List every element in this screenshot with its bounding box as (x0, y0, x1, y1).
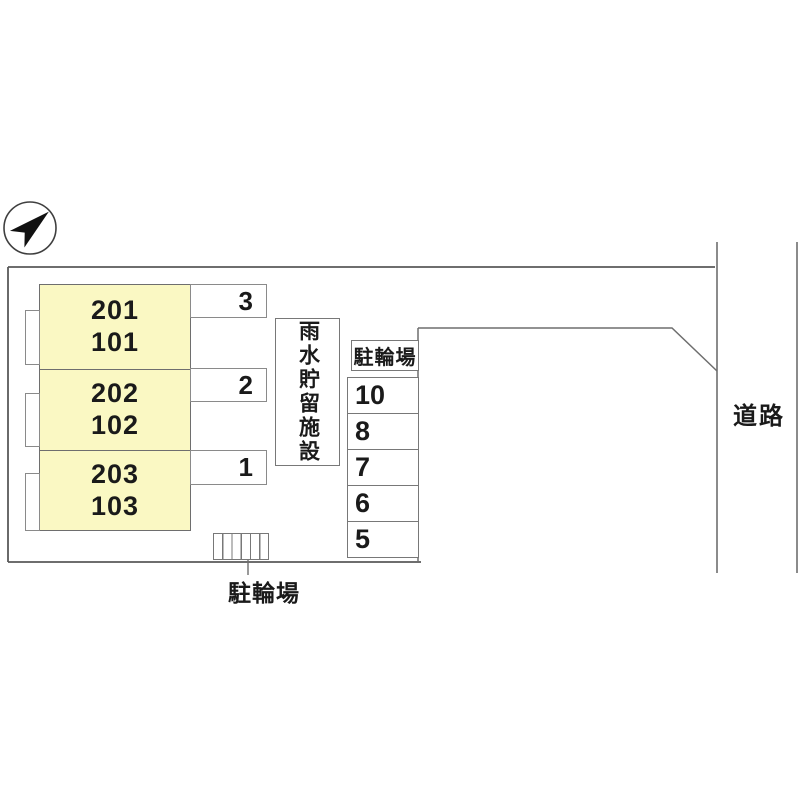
unit-upper-label: 201 (90, 295, 140, 326)
unit-upper-label: 203 (90, 459, 140, 490)
unit-203-103: 203 103 (40, 450, 190, 532)
parking-space-2: 2 (190, 368, 267, 402)
unit-divider (40, 450, 190, 451)
unit-lower-label: 101 (90, 327, 140, 357)
bicycle-space-row: 6 (348, 486, 418, 522)
balcony-unit-2 (25, 393, 40, 447)
unit-201-101: 201 101 (40, 285, 190, 369)
balcony-unit-1 (25, 310, 40, 365)
bicycle-space-row: 7 (348, 450, 418, 486)
unit-lower-label: 103 (90, 491, 140, 521)
parking-space-1: 1 (190, 450, 267, 485)
bicycle-rack-hatched (213, 533, 269, 560)
bicycle-parking-spaces: 10 8 7 6 5 (347, 377, 419, 558)
bicycle-parking-header-label: 駐輪場 (353, 347, 417, 369)
balcony-unit-3 (25, 473, 40, 531)
parking-space-3: 3 (190, 284, 267, 318)
unit-divider (40, 369, 190, 370)
rainwater-storage-facility: 雨水貯留施設 (275, 318, 340, 466)
north-arrow-icon (3, 201, 57, 255)
unit-lower-label: 102 (90, 409, 140, 440)
bicycle-space-row: 8 (348, 414, 418, 450)
building: 201 101 202 102 203 103 (39, 284, 191, 531)
parking-space-label: 1 (238, 452, 253, 482)
parking-area-outline (417, 327, 718, 562)
unit-upper-label: 202 (90, 377, 140, 408)
site-boundary (7, 266, 715, 563)
unit-202-102: 202 102 (40, 369, 190, 450)
parking-space-label: 3 (238, 285, 253, 316)
bicycle-space-row: 5 (355, 524, 371, 554)
bicycle-rack-label: 駐輪場 (228, 580, 300, 606)
road-edges (716, 242, 798, 573)
bicycle-space-row: 10 (348, 378, 418, 414)
parking-space-label: 2 (238, 369, 253, 400)
road-label: 道路 (733, 403, 785, 430)
bicycle-parking-header: 駐輪場 (351, 340, 419, 371)
rainwater-storage-label: 雨水貯留施設 (296, 320, 320, 464)
